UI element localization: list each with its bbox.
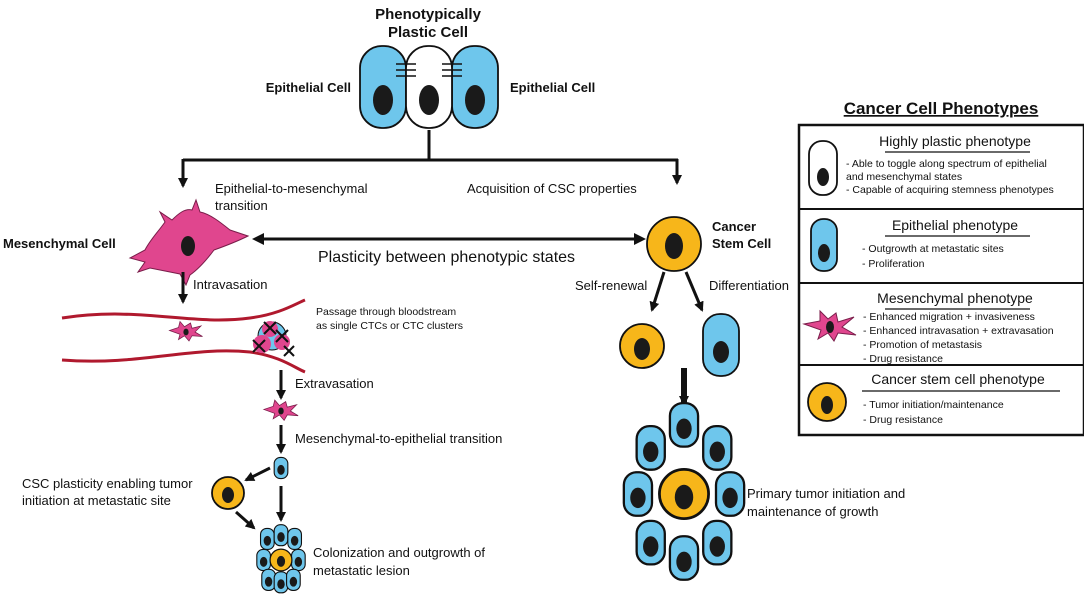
self-renewal-arrow xyxy=(649,271,666,312)
primary-tumor-label-line1: Primary tumor initiation and xyxy=(747,486,905,501)
legend-plastic-heading: Highly plastic phenotype xyxy=(879,133,1031,149)
legend-box xyxy=(797,123,1084,437)
epithelial-cell-right-nucleus xyxy=(465,85,485,115)
plastic-cell-cluster xyxy=(359,45,499,129)
cancer-stem-cell-label-line1: Cancer xyxy=(712,219,756,234)
plastic-cell-nucleus xyxy=(419,85,439,115)
csc-plasticity-label-line1: CSC plasticity enabling tumor xyxy=(22,476,193,491)
differentiation-arrow xyxy=(684,271,704,312)
bloodstream-vessel xyxy=(61,298,306,374)
csc-colonization-arrow xyxy=(235,510,256,530)
colonization-label-line2: metastatic lesion xyxy=(313,563,410,578)
legend-plastic-line1: - Able to toggle along spectrum of epith… xyxy=(846,158,1047,170)
primary-tumor xyxy=(622,401,746,581)
legend-mesenchymal-line4: - Drug resistance xyxy=(863,353,943,365)
legend-epithelial-line1: - Outgrowth at metastatic sites xyxy=(862,243,1004,255)
extravasated-mesenchymal-cell xyxy=(263,399,299,421)
differentiation-label: Differentiation xyxy=(709,278,789,293)
extravasation-label: Extravasation xyxy=(295,376,374,391)
epithelial-cell-label-right: Epithelial Cell xyxy=(510,80,595,95)
self-renewed-csc xyxy=(619,323,665,369)
epithelial-cell-left-nucleus xyxy=(373,85,393,115)
csc-plasticity-label-line2: initiation at metastatic site xyxy=(22,493,171,508)
plastic-cell-title-line1: Phenotypically xyxy=(375,6,482,23)
plasticity-label: Plasticity between phenotypic states xyxy=(318,249,575,266)
legend-csc-heading: Cancer stem cell phenotype xyxy=(871,371,1045,387)
met-label: Mesenchymal-to-epithelial transition xyxy=(295,431,502,446)
legend-mesenchymal-line2: - Enhanced intravasation + extravasation xyxy=(863,325,1054,337)
legend-mesenchymal-icon xyxy=(802,309,857,342)
branch-arrows xyxy=(178,130,682,188)
legend-csc-line2: - Drug resistance xyxy=(863,414,943,426)
legend-epithelial-line2: - Proliferation xyxy=(862,258,925,270)
cancer-stem-cell xyxy=(646,216,702,272)
epithelial-cell-label-left: Epithelial Cell xyxy=(266,80,351,95)
csc-acquisition-label: Acquisition of CSC properties xyxy=(467,181,637,196)
emt-label-line2: transition xyxy=(215,198,268,213)
differentiated-epithelial-cell xyxy=(702,313,740,377)
bloodstream-label-line2: as single CTCs or CTC clusters xyxy=(316,320,463,332)
intravasation-label: Intravasation xyxy=(193,277,267,292)
legend-csc-line1: - Tumor initiation/maintenance xyxy=(863,399,1004,411)
self-renewal-label: Self-renewal xyxy=(575,278,647,293)
legend-plastic-line3: - Capable of acquiring stemness phenotyp… xyxy=(846,184,1054,196)
legend-mesenchymal-heading: Mesenchymal phenotype xyxy=(877,290,1033,306)
csc-conversion-arrow xyxy=(244,466,271,482)
plastic-cell-title-line2: Plastic Cell xyxy=(388,24,468,41)
legend-title: Cancer Cell Phenotypes xyxy=(844,99,1039,118)
metastatic-csc xyxy=(211,476,245,510)
emt-label-line1: Epithelial-to-mesenchymal xyxy=(215,181,368,196)
legend-mesenchymal-line3: - Promotion of metastasis xyxy=(863,339,982,351)
cancer-stem-cell-label-line2: Stem Cell xyxy=(712,236,771,251)
colonization-label-line1: Colonization and outgrowth of xyxy=(313,545,485,560)
legend-epithelial-heading: Epithelial phenotype xyxy=(892,217,1018,233)
legend-csc-icon xyxy=(807,382,847,422)
mesenchymal-cell xyxy=(128,198,250,287)
legend-plastic-line2: and mesenchymal states xyxy=(846,171,962,183)
circulating-tumor-cell xyxy=(169,321,203,342)
metastatic-lesion xyxy=(256,524,306,594)
legend-plastic-icon xyxy=(808,140,838,196)
legend-epithelial-icon xyxy=(810,218,838,272)
ctc-cluster xyxy=(252,321,295,357)
legend-mesenchymal-line1: - Enhanced migration + invasiveness xyxy=(863,311,1035,323)
cell-junctions xyxy=(396,63,462,77)
bloodstream-label-line1: Passage through bloodstream xyxy=(316,306,456,318)
primary-tumor-label-line2: maintenance of growth xyxy=(747,504,879,519)
mesenchymal-cell-label: Mesenchymal Cell xyxy=(3,236,116,251)
met-epithelial-cell xyxy=(273,456,289,480)
